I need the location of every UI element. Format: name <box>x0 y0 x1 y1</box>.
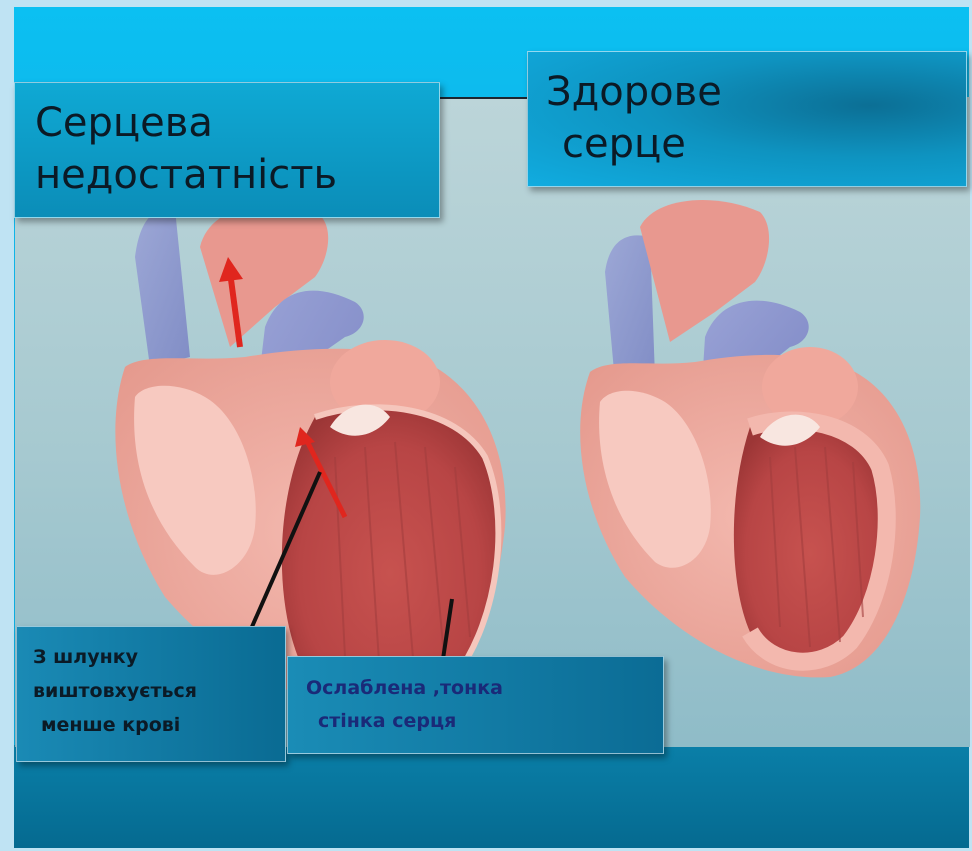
less-blood-note-box: З шлунку виштовхується менше крові <box>16 626 286 762</box>
title-right-line2: серце <box>562 118 686 170</box>
note-right-line1: Ослаблена ,тонка <box>306 672 503 705</box>
heart-failure-title-box: Серцева недостатність <box>14 82 440 218</box>
note-right-line2: стінка серця <box>318 705 456 738</box>
title-left-line1: Серцева <box>35 97 213 149</box>
title-right-line1: Здорове <box>546 66 722 118</box>
note-left-line2: виштовхується <box>33 675 197 708</box>
healthy-heart-title-box: Здорове серце <box>527 51 967 187</box>
note-left-line3: менше крові <box>41 709 180 742</box>
healthy-heart-drawing <box>580 200 920 677</box>
title-left-line2: недостатність <box>35 149 337 201</box>
note-left-line1: З шлунку <box>33 641 138 674</box>
thin-wall-note-box: Ослаблена ,тонка стінка серця <box>287 656 664 754</box>
